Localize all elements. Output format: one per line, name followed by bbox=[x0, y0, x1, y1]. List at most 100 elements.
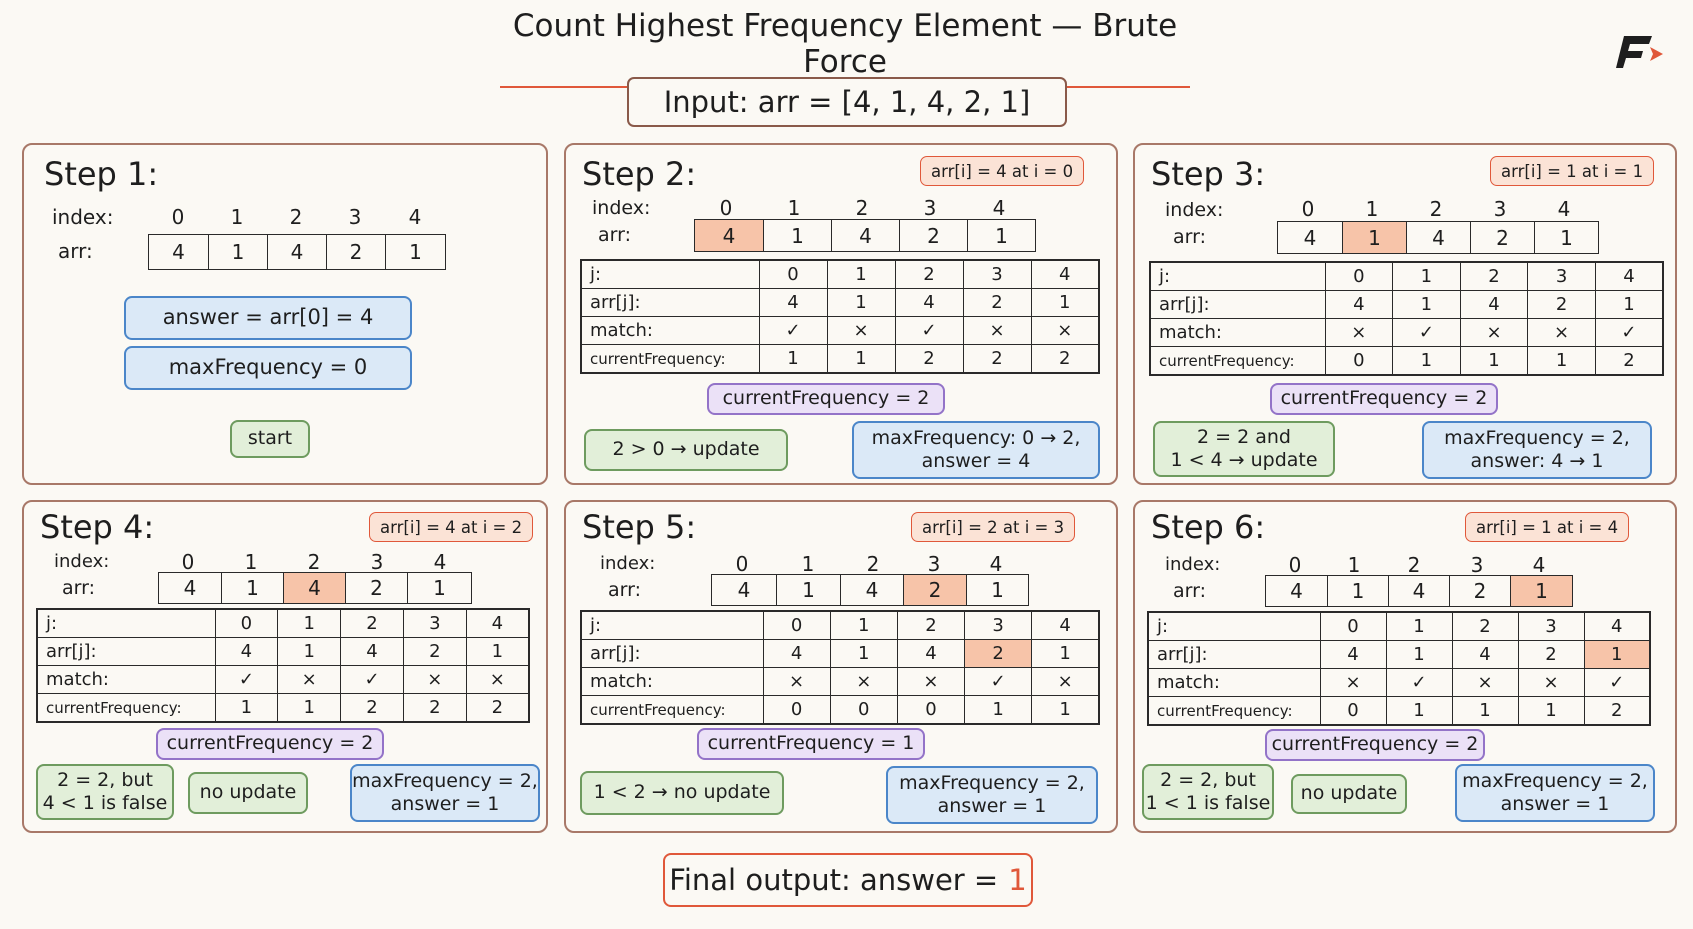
step-5-title: Step 5: bbox=[582, 508, 697, 546]
decision-box: 1 < 2 → no update bbox=[580, 771, 784, 815]
table-cell: × bbox=[465, 665, 530, 694]
array-row: 4 1 4 2 1 bbox=[158, 572, 472, 604]
index-1: 1 bbox=[244, 550, 258, 574]
array-cell-highlighted: 4 bbox=[283, 573, 345, 603]
row-label-arrj: arr[j]: bbox=[36, 637, 216, 666]
array-cell: 4 bbox=[172, 240, 185, 264]
table-cell: × bbox=[402, 665, 467, 694]
table-cell: 2 bbox=[340, 608, 404, 638]
final-output-label: Final output: answer = bbox=[669, 863, 999, 897]
table-row-cf: currentFrequency: 0 1 1 1 2 bbox=[1147, 696, 1651, 726]
table-cell: 2 bbox=[1527, 290, 1596, 319]
scan-table: j: 0 1 2 3 4 arr[j]: 4 1 4 2 1 match: ✓ … bbox=[580, 259, 1100, 374]
result-line-2: answer = 1 bbox=[390, 793, 500, 815]
arr-label: arr: bbox=[58, 239, 93, 263]
table-cell: 2 bbox=[1451, 611, 1519, 641]
row-label-j: j: bbox=[580, 610, 764, 640]
current-frequency-box: currentFrequency = 2 bbox=[707, 383, 945, 415]
table-cell: 1 bbox=[964, 695, 1033, 725]
table-cell: 1 bbox=[1385, 611, 1453, 641]
table-row-match: match: × ✓ × × ✓ bbox=[1147, 668, 1651, 697]
index-0: 0 bbox=[719, 196, 733, 220]
table-cell: × bbox=[762, 667, 831, 696]
array-cell: 4 bbox=[1388, 576, 1449, 606]
table-cell: 4 bbox=[465, 608, 530, 638]
table-cell: ✓ bbox=[1392, 318, 1461, 347]
row-label-cf: currentFrequency: bbox=[36, 693, 216, 723]
table-cell: 4 bbox=[896, 639, 966, 668]
table-row-match: match: × ✓ × × ✓ bbox=[1149, 318, 1664, 347]
index-label: index: bbox=[592, 197, 651, 219]
result-line-1: maxFrequency = 2, bbox=[1444, 426, 1630, 449]
decision-box: 2 > 0 → update bbox=[584, 429, 788, 471]
current-frequency-box: currentFrequency = 2 bbox=[1265, 729, 1485, 761]
table-cell: 0 bbox=[1319, 696, 1387, 726]
table-cell: 4 bbox=[1030, 259, 1100, 289]
table-cell: 1 bbox=[1527, 346, 1596, 376]
array-cell: 4 bbox=[267, 235, 326, 269]
table-cell: 1 bbox=[829, 610, 898, 640]
table-cell: 0 bbox=[829, 695, 898, 725]
index-0: 0 bbox=[735, 552, 749, 576]
result-line-1: maxFrequency = 2, bbox=[1462, 769, 1648, 792]
table-cell: 1 bbox=[214, 693, 279, 723]
table-row-cf: currentFrequency: 0 1 1 1 2 bbox=[1149, 346, 1664, 376]
step-4-title: Step 4: bbox=[40, 508, 155, 546]
index-4: 4 bbox=[433, 550, 447, 574]
table-cell: 1 bbox=[826, 259, 896, 289]
array-cell: 4 bbox=[183, 576, 197, 600]
row-label-match: match: bbox=[36, 665, 216, 694]
index-2: 2 bbox=[1407, 553, 1421, 577]
table-cell: 1 bbox=[829, 639, 898, 668]
table-cell: 0 bbox=[214, 608, 279, 638]
table-cell: × bbox=[1517, 668, 1585, 697]
result-line-2: answer = 4 bbox=[921, 450, 1031, 472]
current-frequency-box: currentFrequency = 2 bbox=[156, 728, 384, 760]
answer-init-text: answer = arr[0] = 4 bbox=[162, 305, 374, 330]
index-label: index: bbox=[1165, 199, 1224, 221]
index-0: 0 bbox=[1301, 197, 1315, 221]
table-cell: 1 bbox=[277, 637, 342, 666]
input-array-box: Input: arr = [4, 1, 4, 2, 1] bbox=[627, 77, 1067, 127]
result-box: maxFrequency = 2, answer = 1 bbox=[350, 764, 540, 822]
step-6-panel: Step 6: arr[i] = 1 at i = 4 index: 0 1 2… bbox=[1133, 500, 1677, 833]
table-cell: 0 bbox=[762, 610, 831, 640]
no-update-text: no update bbox=[1300, 782, 1398, 805]
table-cell: × bbox=[1527, 318, 1596, 347]
table-cell: 4 bbox=[758, 288, 828, 317]
index-label: index: bbox=[52, 205, 114, 229]
index-0: 0 bbox=[1288, 553, 1302, 577]
array-cell: 2 bbox=[326, 235, 385, 269]
array-row: 4 1 4 2 1 bbox=[1277, 221, 1599, 254]
table-cell: 3 bbox=[1517, 611, 1585, 641]
index-4: 4 bbox=[1557, 197, 1571, 221]
step-6-tag: arr[i] = 1 at i = 4 bbox=[1465, 512, 1630, 542]
table-cell: 4 bbox=[214, 637, 279, 666]
brand-logo-icon bbox=[1616, 36, 1663, 68]
index-2: 2 bbox=[289, 205, 303, 229]
row-label-j: j: bbox=[36, 608, 216, 638]
array-cell: 1 bbox=[407, 573, 471, 603]
table-cell-highlighted: 2 bbox=[964, 639, 1033, 668]
table-cell: 0 bbox=[1324, 261, 1394, 291]
table-row-cf: currentFrequency: 1 1 2 2 2 bbox=[36, 693, 530, 723]
array-cell: 4 bbox=[840, 575, 903, 605]
table-cell: ✓ bbox=[964, 667, 1033, 696]
current-frequency-text: currentFrequency = 2 bbox=[1271, 733, 1479, 756]
table-cell: 1 bbox=[1385, 696, 1453, 726]
table-row-match: match: ✓ × ✓ × × bbox=[580, 316, 1100, 345]
current-frequency-box: currentFrequency = 1 bbox=[697, 728, 925, 760]
array-cell: 1 bbox=[966, 575, 1028, 605]
scan-table: j: 0 1 2 3 4 arr[j]: 4 1 4 2 1 match: × … bbox=[580, 610, 1100, 725]
step-1-title: Step 1: bbox=[44, 155, 159, 193]
table-cell: 4 bbox=[894, 288, 964, 317]
table-cell: 1 bbox=[826, 288, 896, 317]
index-0: 0 bbox=[181, 550, 195, 574]
current-frequency-text: currentFrequency = 2 bbox=[1280, 387, 1488, 410]
array-row: 4 1 4 2 1 bbox=[148, 234, 446, 270]
decision-line-1: 2 = 2, but bbox=[1160, 768, 1256, 791]
array-cell: 1 bbox=[208, 235, 267, 269]
index-label: index: bbox=[54, 551, 110, 572]
decision-line-2: 4 < 1 is false bbox=[42, 792, 168, 814]
index-2: 2 bbox=[855, 196, 869, 220]
